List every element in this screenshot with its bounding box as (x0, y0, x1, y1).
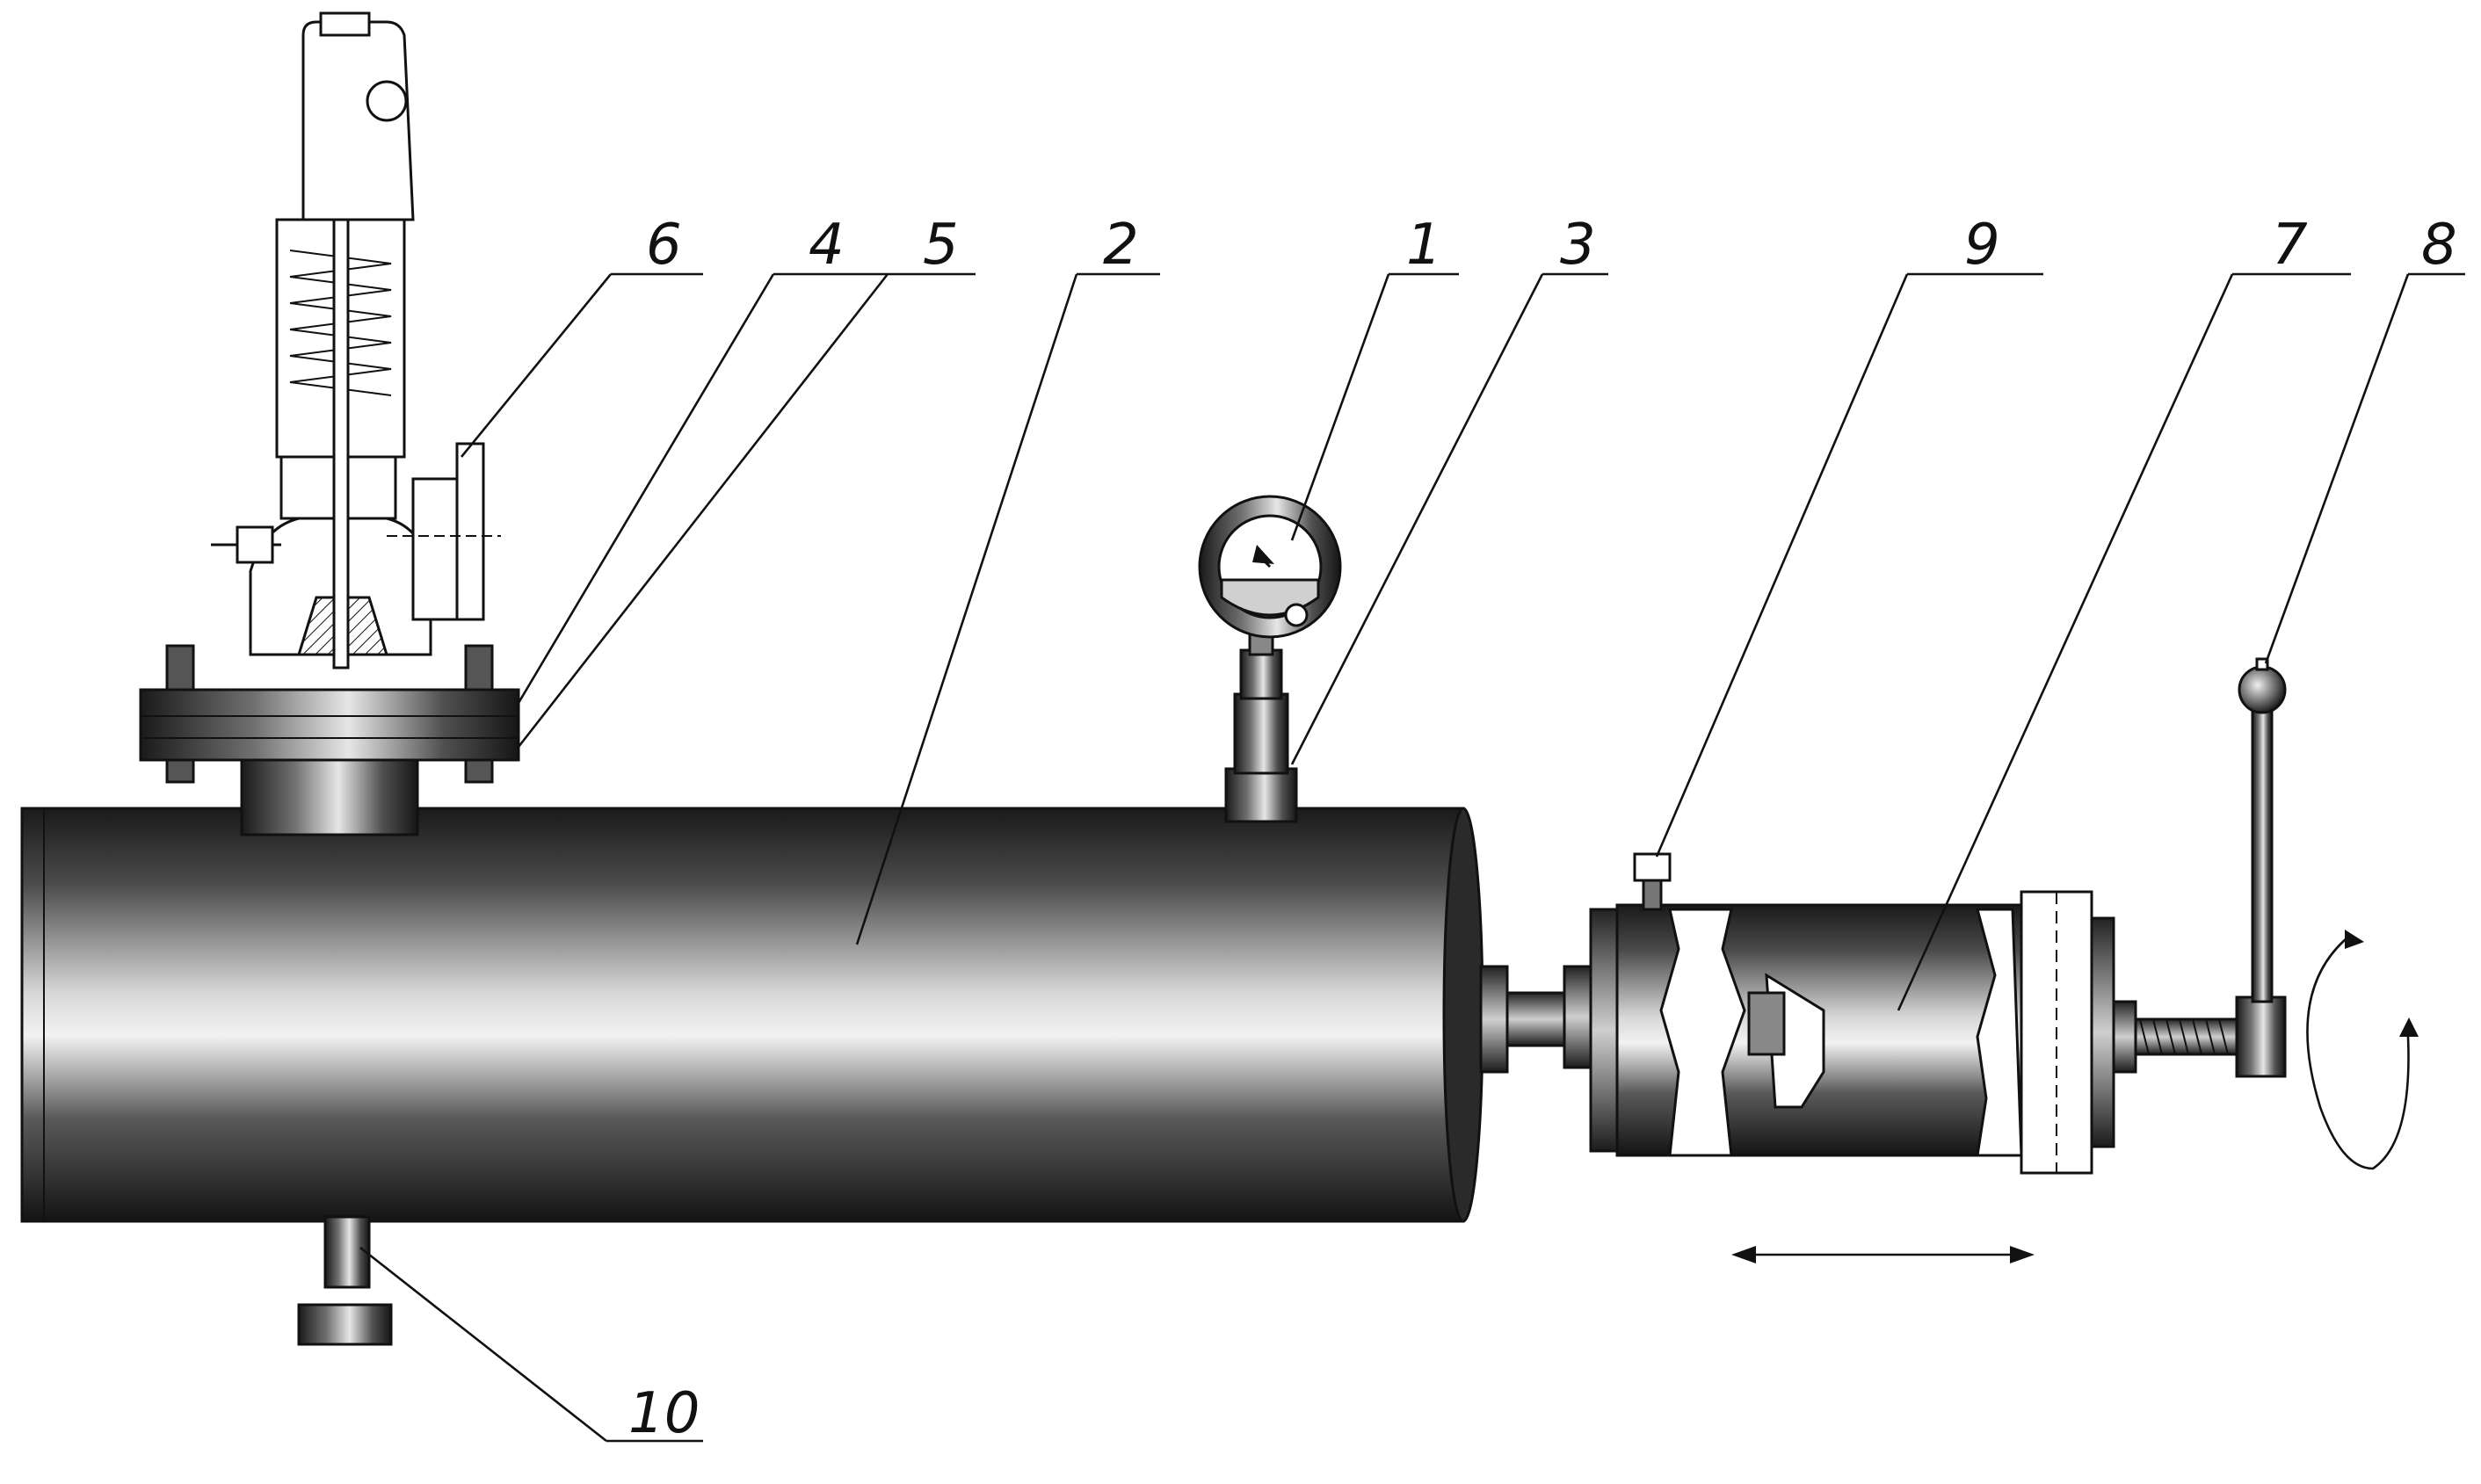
callout-4: 4 (809, 213, 845, 278)
callout-2: 2 (1103, 213, 1139, 278)
screw-handle-assembly (2112, 657, 2287, 1078)
callout-5: 5 (923, 213, 959, 278)
leader-lines (359, 272, 2465, 1443)
callout-labels: 6 4 5 2 1 3 9 7 8 10 (628, 213, 2457, 1446)
piston-cylinder (1589, 852, 2115, 1175)
callout-1: 1 (1406, 213, 1442, 278)
rotation-arrow (2306, 930, 2419, 1170)
drain-plug (297, 1215, 393, 1346)
connector-shaft (1479, 965, 1592, 1074)
main-cylinder-body (20, 807, 1484, 1223)
callout-9: 9 (1964, 213, 2000, 278)
callout-7: 7 (2272, 213, 2308, 278)
callout-6: 6 (646, 213, 682, 278)
callout-10: 10 (628, 1381, 700, 1446)
callout-8: 8 (2421, 213, 2457, 278)
callout-3: 3 (1560, 213, 1596, 278)
safety-valve-assembly (139, 11, 520, 836)
stroke-arrow (1731, 1246, 2035, 1263)
pressure-gauge-assembly (1198, 495, 1342, 823)
